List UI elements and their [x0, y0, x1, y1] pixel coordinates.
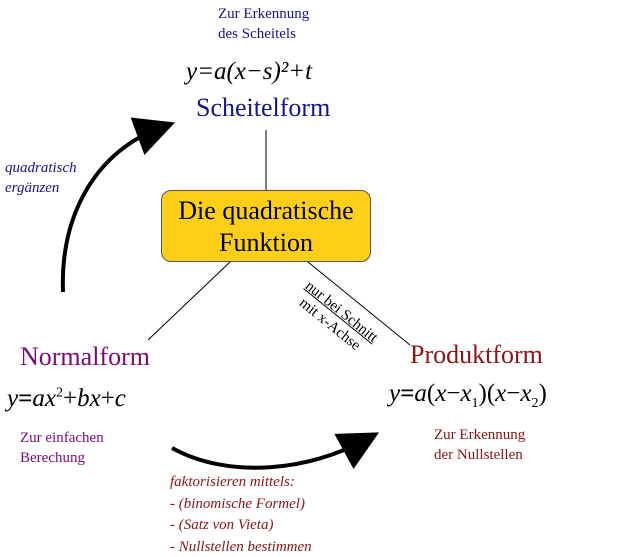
produkt-note-line2: der Nullstellen: [434, 447, 523, 463]
quadratisch-label: quadratisch ergänzen: [5, 158, 77, 198]
produkt-title: Produktform: [410, 340, 543, 369]
factor-item: - (binomische Formel): [170, 495, 305, 512]
normal-title: Normalform: [20, 342, 150, 371]
center-line2: Funktion: [219, 228, 313, 257]
scheitel-formula: y=a(x−s)²+t: [186, 58, 313, 85]
scheitel-note-line2: des Scheitels: [218, 26, 296, 42]
line-to-produkt: [307, 261, 411, 346]
quadratisch-line1: quadratisch: [5, 160, 77, 176]
produkt-note: Zur Erkennung der Nullstellen: [434, 425, 525, 465]
arrow-faktorisieren: [171, 432, 380, 470]
factor-note: faktorisieren mittels: - (binomische For…: [170, 472, 312, 557]
normal-note-line2: Berechung: [20, 450, 85, 466]
scheitel-note-line1: Zur Erkennung: [218, 6, 310, 22]
normal-note-line1: Zur einfachen: [20, 430, 104, 446]
quadratisch-line2: ergänzen: [5, 180, 60, 196]
scheitel-note: Zur Erkennung des Scheitels: [218, 4, 309, 44]
factor-title: faktorisieren mittels:: [170, 474, 295, 490]
arrow-quadratisch-ergaenzen: [60, 117, 176, 293]
factor-item: - Nullstellen bestimmen: [170, 538, 312, 555]
produkt-note-line1: Zur Erkennung: [434, 427, 526, 443]
factor-item: - (Satz von Vieta): [170, 517, 274, 533]
normal-formula: y=ax2+bx+c: [7, 385, 126, 412]
line-to-normal: [147, 261, 231, 341]
center-line1: Die quadratische: [178, 196, 354, 225]
produkt-formula: y=a(x−x1)(x−x2): [389, 380, 547, 411]
scheitel-title: Scheitelform: [196, 93, 331, 122]
